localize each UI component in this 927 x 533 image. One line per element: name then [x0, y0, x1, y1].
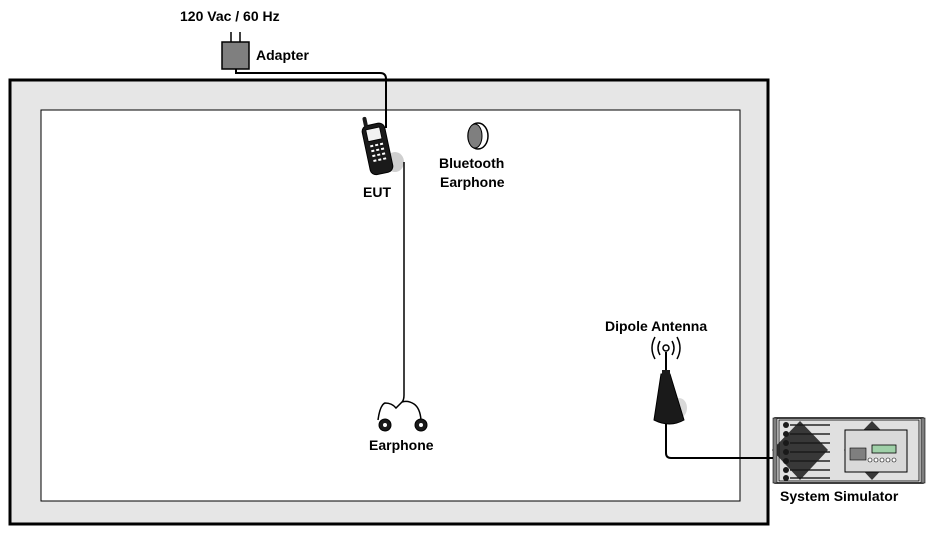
wired-earphone-icon [378, 418, 428, 432]
dipole-antenna-icon [651, 336, 687, 425]
system-simulator-icon [772, 417, 926, 484]
earphone-label: Earphone [369, 437, 434, 453]
dipole-antenna-label: Dipole Antenna [605, 318, 708, 334]
earphone-cable [377, 162, 422, 421]
adapter-cable [235, 69, 387, 128]
power-supply-label: 120 Vac / 60 Hz [180, 8, 280, 24]
bluetooth-earphone-icon [467, 122, 489, 150]
antenna-cable [665, 424, 786, 459]
eut-phone-icon [361, 116, 404, 176]
adapter-label: Adapter [256, 47, 309, 63]
chamber-inner-area [40, 109, 741, 502]
bluetooth-earphone-label-line2: Earphone [440, 174, 505, 190]
system-simulator-label: System Simulator [780, 488, 899, 504]
eut-label: EUT [363, 184, 391, 200]
adapter-icon [221, 32, 250, 70]
bluetooth-earphone-label-line1: Bluetooth [439, 155, 505, 171]
